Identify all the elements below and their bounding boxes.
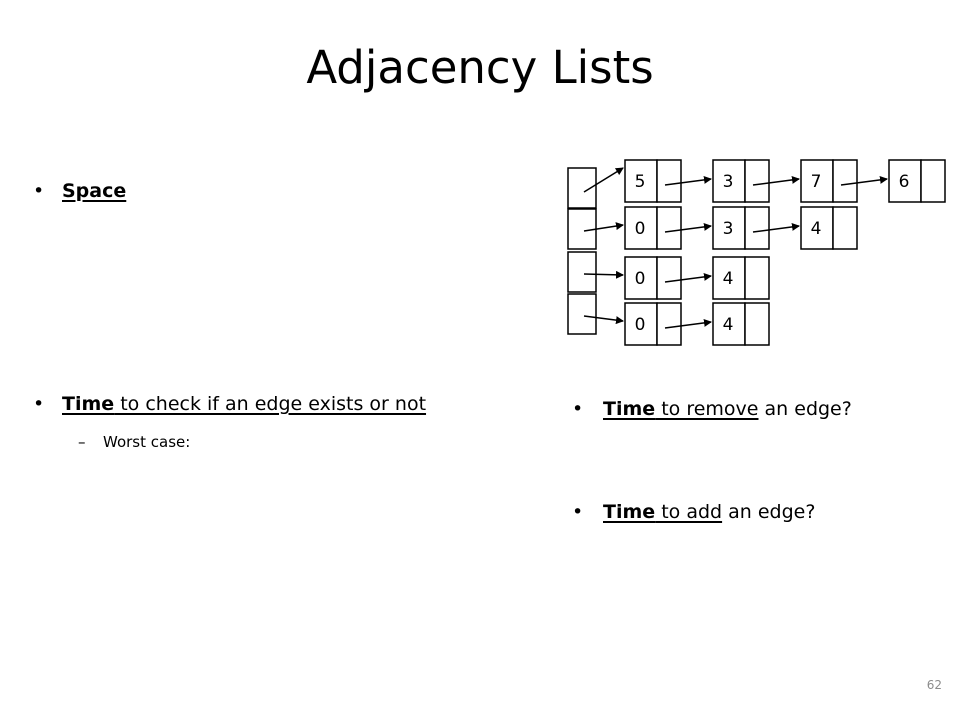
node-value-cell xyxy=(800,206,834,250)
time-check-text: to check if an edge exists or not xyxy=(114,393,427,415)
node-pointer-cell xyxy=(656,256,682,300)
bullet-dot: • xyxy=(572,398,584,420)
next-pointer-arrow xyxy=(840,175,888,186)
head-pointer-arrow xyxy=(583,222,624,232)
node-value-cell xyxy=(888,159,922,203)
node-pointer-cell xyxy=(744,159,770,203)
node-value-label: 4 xyxy=(723,269,734,289)
bullet-dot: • xyxy=(572,501,584,523)
next-pointer-arrow xyxy=(664,175,712,186)
head-array-cell xyxy=(567,208,597,250)
bullet-dot: • xyxy=(33,393,45,415)
remove-edge-underlined: Time to remove xyxy=(603,398,758,420)
sub-dash: – xyxy=(78,433,86,451)
node-pointer-cell xyxy=(832,159,858,203)
add-word: to add xyxy=(655,501,723,523)
node-pointer-cell xyxy=(656,302,682,346)
add-edge-underlined: Time to add xyxy=(603,501,722,523)
add-edge-bullet: Time to add an edge? xyxy=(603,499,815,525)
node-value-label: 4 xyxy=(723,315,734,335)
worst-case-label: Worst case: xyxy=(103,433,191,451)
node-value-cell xyxy=(624,256,658,300)
node-value-label: 7 xyxy=(811,172,822,192)
next-pointer-arrow xyxy=(752,222,800,233)
head-pointer-arrow xyxy=(583,167,624,193)
node-value-cell xyxy=(712,206,746,250)
remove-word: to remove xyxy=(655,398,759,420)
node-value-label: 3 xyxy=(723,172,734,192)
node-value-cell xyxy=(712,302,746,346)
slide-title: Adjacency Lists xyxy=(306,41,654,94)
node-value-label: 0 xyxy=(635,315,646,335)
node-pointer-cell xyxy=(656,206,682,250)
node-value-label: 3 xyxy=(723,219,734,239)
node-pointer-cell xyxy=(656,159,682,203)
time-check-bullet: Time to check if an edge exists or not xyxy=(62,391,426,417)
node-value-label: 0 xyxy=(635,269,646,289)
node-value-label: 4 xyxy=(811,219,822,239)
time-word: Time xyxy=(603,398,656,420)
next-pointer-arrow xyxy=(664,318,712,329)
head-pointer-arrow xyxy=(583,270,624,279)
node-pointer-cell xyxy=(744,302,770,346)
space-heading: Space xyxy=(62,180,127,202)
time-word: Time xyxy=(603,501,656,523)
remove-edge-bullet: Time to remove an edge? xyxy=(603,396,852,422)
node-value-label: 0 xyxy=(635,219,646,239)
time-word: Time xyxy=(62,393,115,415)
next-pointer-arrow xyxy=(664,222,712,233)
node-value-label: 5 xyxy=(635,172,646,192)
head-array-cell xyxy=(567,293,597,335)
node-pointer-cell xyxy=(744,206,770,250)
next-pointer-arrow xyxy=(664,272,712,283)
head-array-cell xyxy=(567,251,597,293)
node-pointer-cell xyxy=(832,206,858,250)
add-edge-rest: an edge? xyxy=(722,501,816,523)
node-value-label: 6 xyxy=(899,172,910,192)
node-pointer-cell xyxy=(920,159,946,203)
bullet-dot: • xyxy=(33,180,45,202)
node-value-cell xyxy=(624,206,658,250)
next-pointer-arrow xyxy=(752,175,800,186)
node-pointer-cell xyxy=(744,256,770,300)
node-value-cell xyxy=(712,256,746,300)
head-pointer-arrow xyxy=(583,315,624,325)
remove-edge-rest: an edge? xyxy=(758,398,852,420)
page-number: 62 xyxy=(926,678,942,692)
